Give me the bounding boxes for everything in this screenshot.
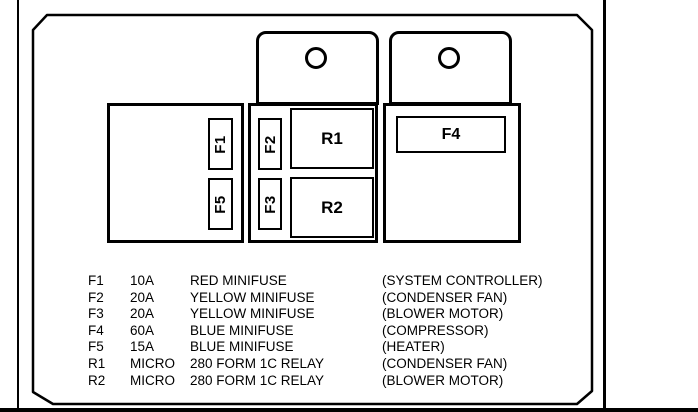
- fuse-f2-label: F2: [261, 134, 279, 154]
- legend-id: F1: [88, 273, 104, 288]
- legend-row-f2: F2 20A YELLOW MINIFUSE (CONDENSER FAN): [88, 290, 593, 307]
- mounting-hole-left-icon: [305, 47, 327, 69]
- legend-type: YELLOW MINIFUSE: [190, 289, 315, 305]
- legend-type: BLUE MINIFUSE: [190, 322, 294, 338]
- fuse-legend: F1 10A RED MINIFUSE (SYSTEM CONTROLLER) …: [88, 273, 593, 389]
- legend-rating: MICRO: [130, 372, 175, 388]
- fuse-f4-label: F4: [441, 125, 461, 143]
- mounting-hole-right-icon: [438, 47, 460, 69]
- legend-rating: 15A: [130, 339, 155, 355]
- legend-id: R2: [88, 372, 106, 388]
- legend-id: F2: [88, 289, 104, 305]
- legend-row-f4: F4 60A BLUE MINIFUSE (COMPRESSOR): [88, 323, 593, 340]
- legend-circuit: (CONDENSER FAN): [382, 289, 508, 305]
- relay-r1: R1: [290, 108, 374, 169]
- legend-circuit: (SYSTEM CONTROLLER): [382, 273, 543, 288]
- legend-type: BLUE MINIFUSE: [190, 339, 294, 355]
- fuse-f3: F3: [258, 178, 282, 230]
- fuse-f2: F2: [258, 118, 282, 170]
- legend-id: F3: [88, 306, 104, 322]
- page-border-left: [17, 0, 19, 412]
- legend-circuit: (CONDENSER FAN): [382, 355, 508, 371]
- fuse-f4: F4: [396, 116, 506, 153]
- legend-id: F5: [88, 339, 104, 355]
- legend-rating: 60A: [130, 322, 155, 338]
- legend-row-f1: F1 10A RED MINIFUSE (SYSTEM CONTROLLER): [88, 273, 593, 290]
- legend-type: RED MINIFUSE: [190, 273, 287, 288]
- legend-type: 280 FORM 1C RELAY: [190, 372, 325, 388]
- relay-r1-label: R1: [321, 128, 343, 148]
- legend-circuit: (COMPRESSOR): [382, 322, 489, 338]
- fuse-f3-label: F3: [261, 194, 279, 214]
- legend-rating: MICRO: [130, 355, 175, 371]
- legend-type: 280 FORM 1C RELAY: [190, 355, 325, 371]
- fuse-f5-label: F5: [211, 194, 229, 214]
- page-border-bottom: [0, 408, 698, 412]
- legend-type: YELLOW MINIFUSE: [190, 306, 315, 322]
- legend-circuit: (HEATER): [382, 339, 445, 355]
- legend-circuit: (BLOWER MOTOR): [382, 306, 504, 322]
- legend-row-f5: F5 15A BLUE MINIFUSE (HEATER): [88, 339, 593, 356]
- legend-circuit: (BLOWER MOTOR): [382, 372, 504, 388]
- legend-row-r1: R1 MICRO 280 FORM 1C RELAY (CONDENSER FA…: [88, 356, 593, 373]
- fuse-f5: F5: [208, 178, 233, 230]
- fuse-f1-label: F1: [211, 134, 229, 154]
- legend-rating: 10A: [130, 273, 155, 288]
- legend-rating: 20A: [130, 306, 155, 322]
- legend-id: R1: [88, 355, 106, 371]
- page-border-right: [603, 0, 606, 412]
- legend-id: F4: [88, 322, 104, 338]
- fuse-f1: F1: [208, 118, 233, 170]
- legend-row-r2: R2 MICRO 280 FORM 1C RELAY (BLOWER MOTOR…: [88, 373, 593, 390]
- relay-r2: R2: [290, 177, 374, 238]
- legend-rating: 20A: [130, 289, 155, 305]
- legend-row-f3: F3 20A YELLOW MINIFUSE (BLOWER MOTOR): [88, 306, 593, 323]
- relay-r2-label: R2: [321, 197, 343, 217]
